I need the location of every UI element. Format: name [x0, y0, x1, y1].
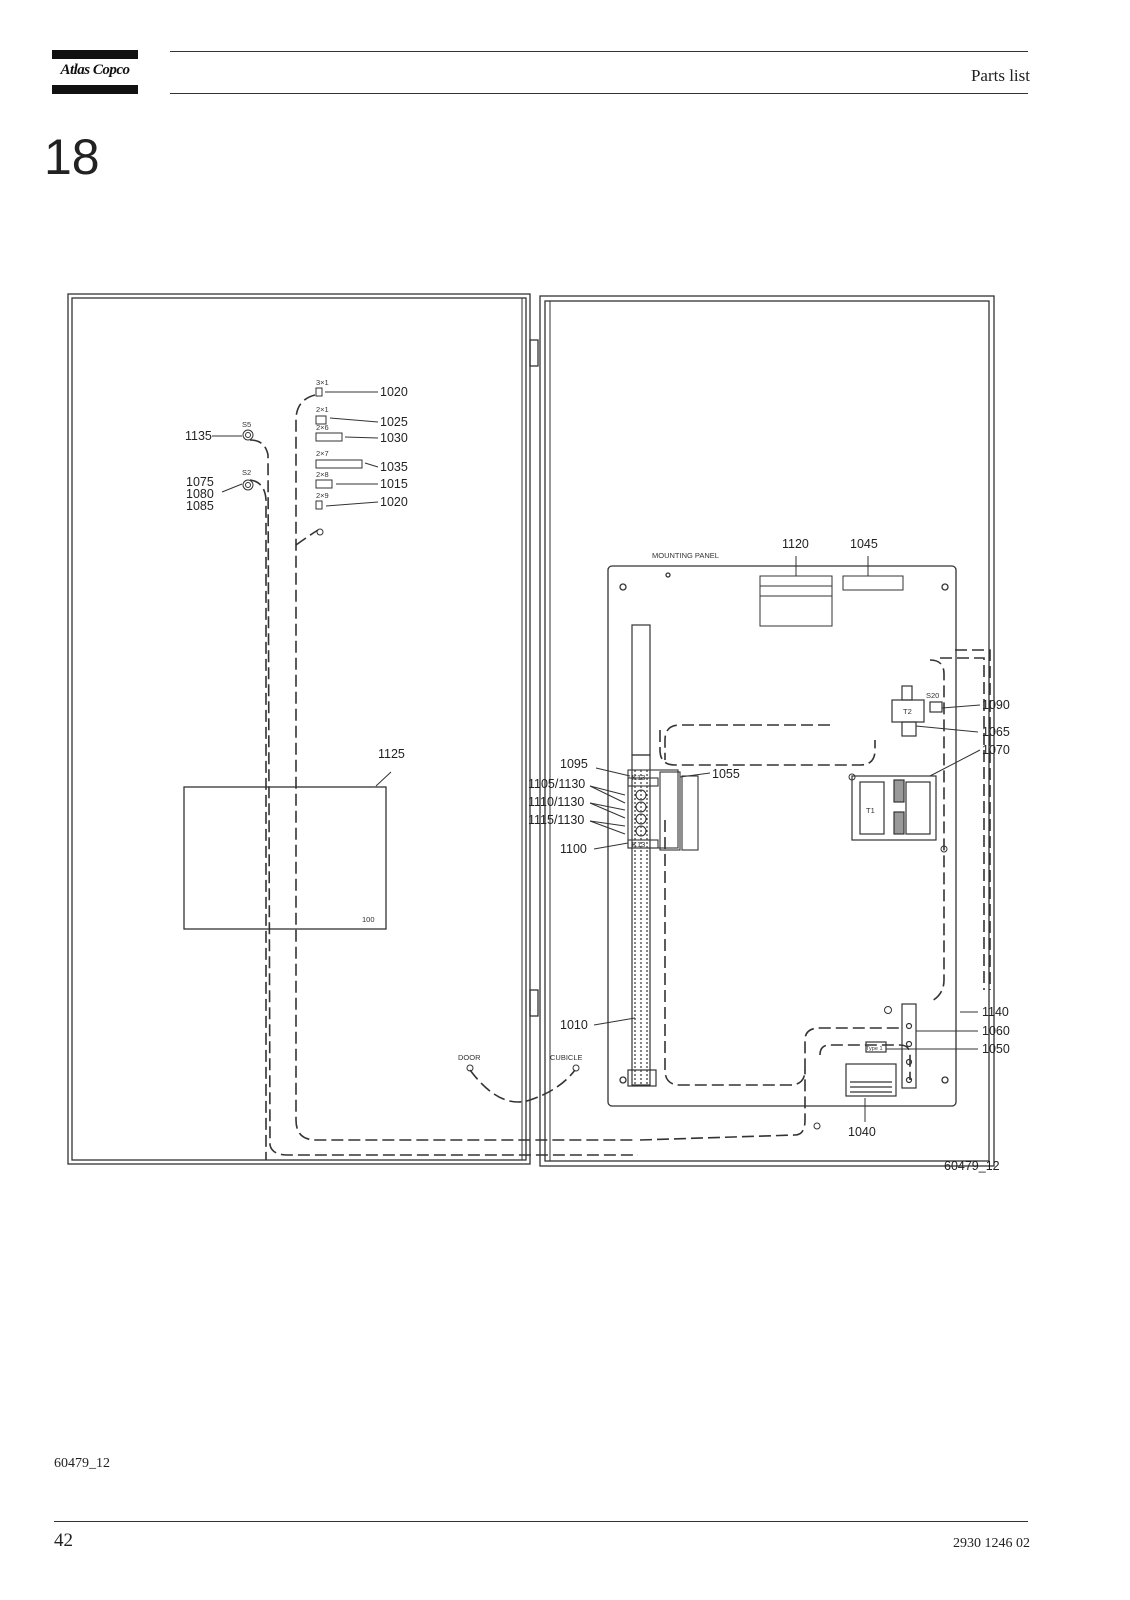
page-number: 42 — [54, 1530, 73, 1551]
parts-drawing: 1020 1025 1030 1035 1015 1020 1135 1075 … — [60, 290, 1020, 1195]
lamp-s5-icon — [242, 429, 254, 441]
label-1060: 1060 — [982, 1024, 1010, 1038]
cable-duct — [627, 624, 657, 1087]
label-1055: 1055 — [712, 767, 740, 781]
label-1100: 1100 — [560, 842, 587, 856]
nameplate — [845, 1063, 897, 1097]
mounting-panel — [607, 565, 957, 1107]
door-label-box — [183, 786, 387, 930]
header-rule-bottom — [170, 93, 1028, 94]
marking-s2: S2 — [242, 468, 251, 477]
label-1070: 1070 — [982, 743, 1010, 757]
header-rule-top — [170, 51, 1028, 52]
door-outline — [67, 293, 531, 1165]
label-1010: 1010 — [560, 1018, 588, 1032]
earth-bar — [865, 1003, 917, 1089]
transformer-t1 — [851, 775, 937, 841]
label-1050: 1050 — [982, 1042, 1010, 1056]
marking-3x1: 3×1 — [316, 378, 329, 387]
marking-100: 100 — [362, 915, 375, 924]
parts-drawing-svg: 1020 1025 1030 1035 1015 1020 1135 1075 … — [67, 293, 1010, 1173]
marking-2x6: 2×6 — [316, 423, 329, 432]
hinge-top — [529, 339, 539, 367]
marking-cubicle: CUBICLE — [550, 1053, 583, 1062]
label-1110-1130: 1110/1130 — [528, 795, 584, 809]
label-1090: 1090 — [982, 698, 1010, 712]
door-outline-inner — [71, 297, 527, 1161]
marking-2x7: 2×7 — [316, 449, 329, 458]
figure-reference: 60479_12 — [54, 1456, 110, 1471]
marking-2x1: 2×1 — [316, 405, 329, 414]
door-terminals — [315, 387, 363, 536]
cubicle-outline — [539, 295, 995, 1167]
label-1080: 1080 — [186, 487, 214, 501]
logo-text: Atlas Copco — [60, 62, 130, 78]
marking-s5: S5 — [242, 420, 251, 429]
marking-type: Type 1 — [866, 1046, 883, 1052]
label-1020-a: 1020 — [380, 385, 408, 399]
label-1135: 1135 — [185, 429, 212, 443]
terminal-block — [627, 769, 699, 851]
label-1120: 1120 — [782, 537, 809, 551]
label-1140: 1140 — [982, 1005, 1009, 1019]
marking-k13: K13 — [632, 773, 645, 782]
section-number: 18 — [44, 129, 100, 185]
symbol-strip — [759, 575, 904, 627]
logo-bar-top — [52, 50, 138, 59]
marking-2x9: 2×9 — [316, 491, 329, 500]
hinge-bottom — [529, 989, 539, 1017]
marking-door: DOOR — [458, 1053, 481, 1062]
label-1065: 1065 — [982, 725, 1010, 739]
marking-mounting-panel: MOUNTING PANEL — [652, 551, 719, 560]
label-1125: 1125 — [378, 747, 405, 761]
label-1030: 1030 — [380, 431, 408, 445]
document-number: 2930 1246 02 — [953, 1536, 1030, 1551]
cable-runs — [249, 394, 991, 1160]
marking-s20: S20 — [926, 691, 939, 700]
header-title: Parts list — [970, 66, 1030, 85]
marking-t1: T1 — [866, 806, 875, 815]
atlas-copco-logo: Atlas Copco — [52, 50, 138, 94]
label-1015: 1015 — [380, 477, 408, 491]
transformer-t2 — [891, 685, 943, 737]
logo-bar-bottom — [52, 85, 138, 94]
cubicle-outline-inner — [544, 300, 990, 1162]
leader-lines — [212, 391, 981, 1167]
drawing-code: 60479_12 — [944, 1159, 1000, 1173]
marking-k13-bottom: K13 — [632, 840, 645, 849]
label-1025: 1025 — [380, 415, 408, 429]
label-1035: 1035 — [380, 460, 408, 474]
label-1020-b: 1020 — [380, 495, 408, 509]
marking-2x8: 2×8 — [316, 470, 329, 479]
label-1115-1130: 1115/1130 — [528, 813, 584, 827]
label-1085: 1085 — [186, 499, 214, 513]
label-1075: 1075 — [186, 475, 214, 489]
footer-rule — [54, 1521, 1028, 1522]
label-1095: 1095 — [560, 757, 588, 771]
label-1045: 1045 — [850, 537, 878, 551]
lamp-s2-icon — [242, 479, 254, 491]
label-1105-1130: 1105/1130 — [528, 777, 585, 791]
marking-t2: T2 — [903, 707, 912, 716]
label-1040: 1040 — [848, 1125, 876, 1139]
